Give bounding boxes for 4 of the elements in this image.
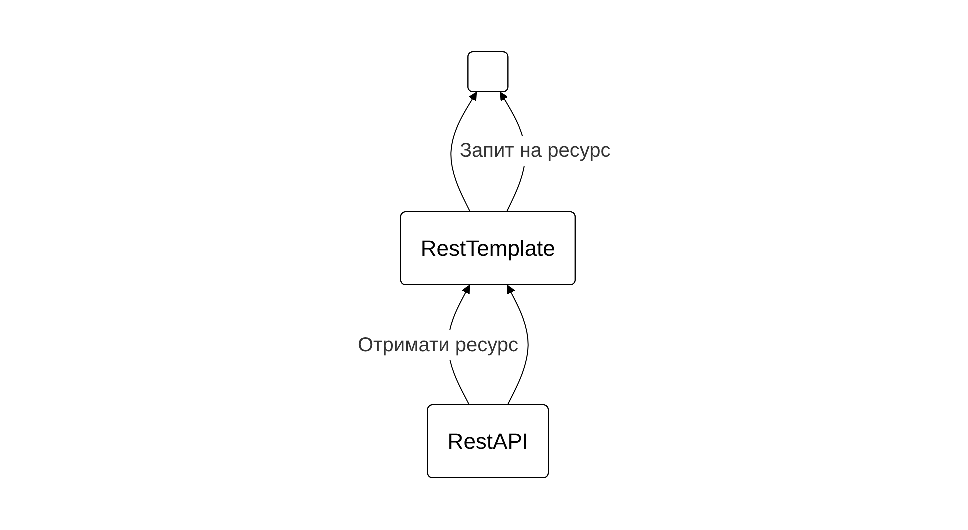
arrow <box>506 285 528 406</box>
arrow <box>450 92 477 213</box>
edge-label: Отримати ресурс <box>358 334 518 356</box>
edge-label: Запит на ресурс <box>460 140 610 162</box>
